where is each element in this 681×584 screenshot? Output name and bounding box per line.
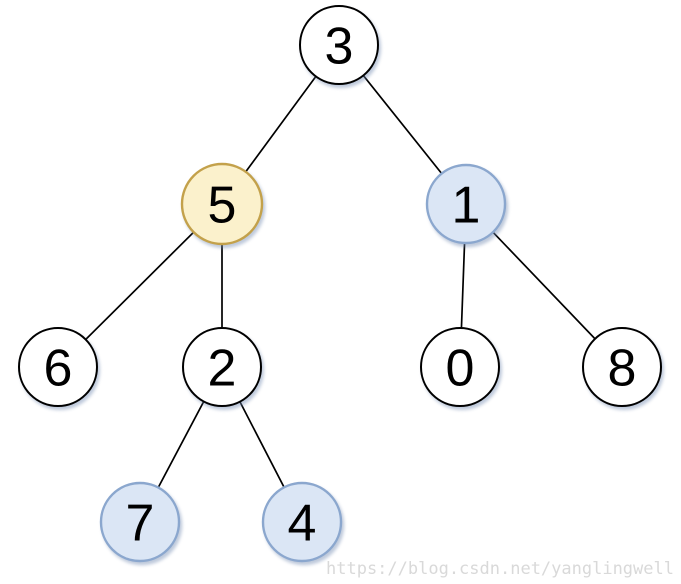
tree-node-circle-7: [99, 481, 181, 563]
tree-node-label-1: 1: [452, 177, 481, 235]
tree-node-label-7: 7: [126, 495, 155, 553]
tree-node-circle-0: [420, 327, 500, 407]
tree-node-circle-6: [18, 327, 98, 407]
tree-node-1: 1: [425, 163, 507, 245]
tree-node-circle-5: [180, 162, 264, 246]
tree-node-circle-3: [299, 5, 379, 85]
tree-node-label-6: 6: [44, 340, 73, 398]
tree-node-7: 7: [99, 481, 181, 563]
tree-node-6: 6: [18, 327, 98, 407]
tree-node-label-8: 8: [608, 340, 637, 398]
tree-node-label-4: 4: [288, 495, 317, 553]
tree-node-4: 4: [261, 481, 343, 563]
tree-node-5: 5: [180, 162, 264, 246]
tree-node-circle-2: [182, 327, 262, 407]
tree-node-label-3: 3: [325, 18, 354, 76]
tree-node-label-2: 2: [208, 340, 237, 398]
tree-node-0: 0: [420, 327, 500, 407]
tree-node-2: 2: [182, 327, 262, 407]
tree-node-circle-8: [582, 327, 662, 407]
tree-node-8: 8: [582, 327, 662, 407]
tree-node-label-5: 5: [208, 177, 237, 235]
tree-node-circle-4: [261, 481, 343, 563]
tree-node-label-0: 0: [446, 340, 475, 398]
tree-node-3: 3: [299, 5, 379, 85]
tree-node-circle-1: [425, 163, 507, 245]
